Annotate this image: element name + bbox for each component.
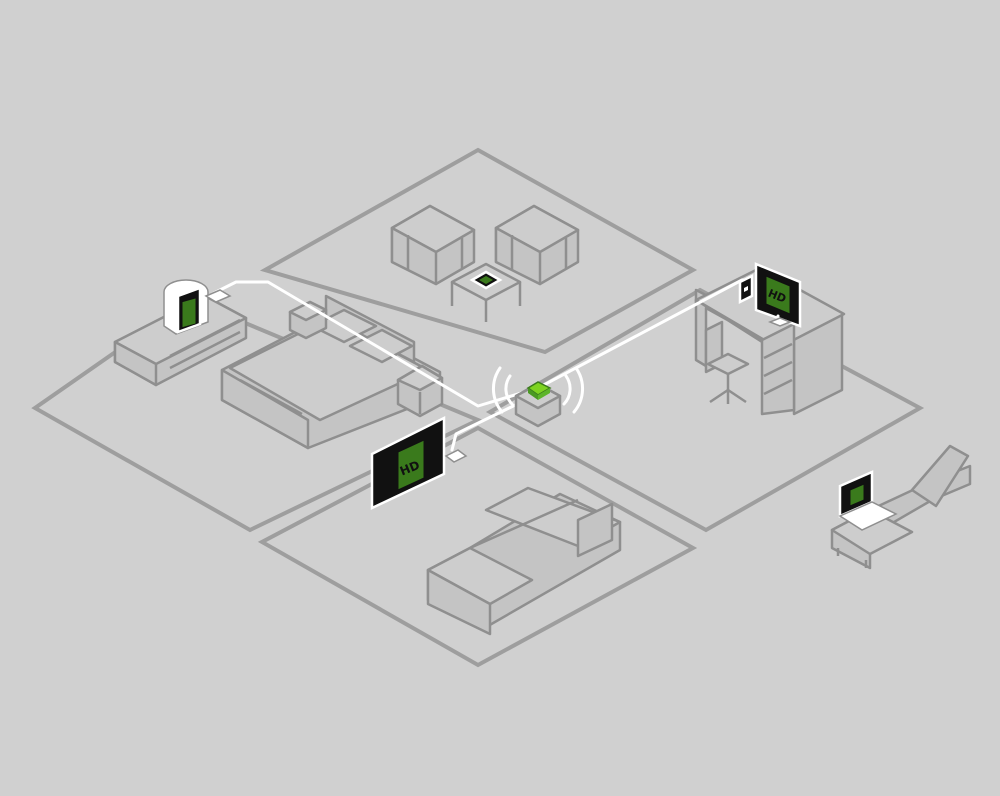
- tablet-device: [469, 270, 503, 290]
- office-chair: [704, 320, 750, 404]
- network-hub: [491, 366, 585, 428]
- wifi-signal-icon: [491, 366, 585, 414]
- desktop-tower-icon: [738, 273, 754, 305]
- room-bottom-living: [257, 425, 698, 668]
- armchair-left: [390, 204, 476, 286]
- tv-hd-label: HD: [398, 458, 422, 478]
- bedroom-tv-device: [163, 279, 232, 335]
- bed: [220, 294, 442, 450]
- armchair-right: [494, 204, 580, 286]
- room-right-office: [485, 287, 925, 533]
- office-monitor: HD: [738, 262, 802, 328]
- monitor-hd-label: HD: [766, 287, 788, 306]
- living-room-tv: HD: [370, 415, 468, 510]
- sectional-sofa: [426, 486, 622, 636]
- living-furniture: [426, 486, 622, 636]
- cable-bedroom-tv: [206, 280, 540, 408]
- room-top-lounge: [259, 147, 698, 355]
- lounge-furniture: [390, 204, 580, 322]
- laptop-device: [838, 470, 898, 531]
